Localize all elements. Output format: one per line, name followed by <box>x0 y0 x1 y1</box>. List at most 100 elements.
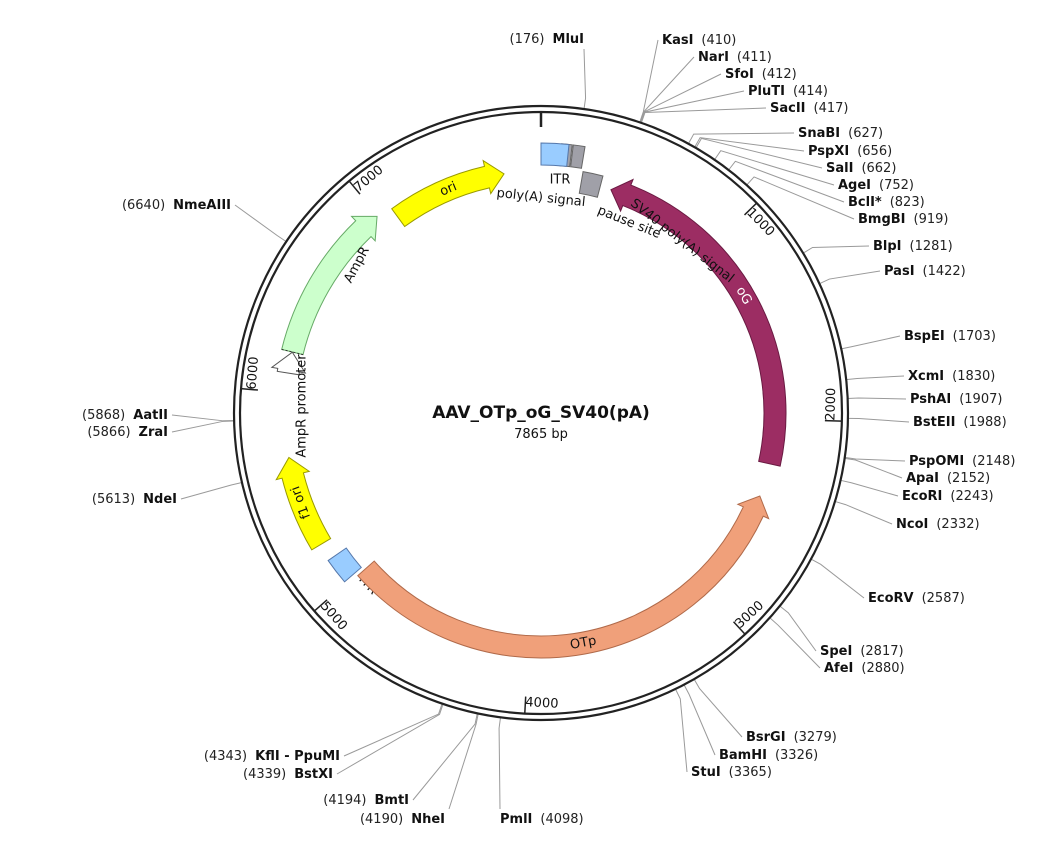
site-line-xcmi <box>846 375 905 381</box>
site-label-bspei[interactable]: BspEI (1703) <box>904 329 996 344</box>
site-label-ecorv[interactable]: EcoRV(2587) <box>868 591 965 606</box>
site-label-apai[interactable]: ApaI(2152) <box>906 471 990 486</box>
site-label-nhei[interactable]: (4190)NheI <box>360 812 445 827</box>
site-name-pluti: PluTI <box>748 84 785 99</box>
site-name-bstxi: BstXI <box>294 767 333 782</box>
site-label-bamhi[interactable]: BamHI(3326) <box>719 748 818 763</box>
feature-sv40-pa[interactable] <box>578 171 604 198</box>
site-name-ecori: EcoRI <box>902 489 942 504</box>
site-position-xcmi: (1830) <box>952 369 995 384</box>
scale-tick-1000 <box>743 202 758 216</box>
site-name-pspxi: PspXI <box>808 144 849 159</box>
site-label-mlui[interactable]: (176)MluI <box>510 32 584 47</box>
site-name-nhei: NheI <box>411 812 445 827</box>
feature-f1-ori[interactable] <box>275 456 332 551</box>
site-name-bmti: BmtI <box>374 793 409 808</box>
site-position-zrai: (5866) <box>87 425 130 440</box>
site-position-bsteii: (1988) <box>963 415 1006 430</box>
site-label-xcmi[interactable]: XcmI(1830) <box>908 369 995 384</box>
site-label-stui[interactable]: StuI(3365) <box>691 765 772 780</box>
site-label-ncoi[interactable]: NcoI (2332) <box>896 517 980 532</box>
site-label-ecori[interactable]: EcoRI (2243) <box>902 489 994 504</box>
site-name-mlui: MluI <box>553 32 584 47</box>
feature-itr-left[interactable] <box>327 547 362 583</box>
site-name-kfli-ppumi: KflI - PpuMI <box>255 749 340 764</box>
site-position-ecori: (2243) <box>950 489 993 504</box>
site-label-blpi[interactable]: BlpI(1281) <box>873 239 953 254</box>
feature-otp[interactable] <box>357 495 770 659</box>
site-label-kfli-ppumi[interactable]: (4343)KflI - PpuMI <box>204 749 340 764</box>
site-name-bspei: BspEI <box>904 329 945 344</box>
site-label-pspomi[interactable]: PspOMI(2148) <box>909 454 1015 469</box>
site-line-nhei <box>448 713 479 810</box>
site-position-agei: (752) <box>879 178 914 193</box>
feature-itr-right[interactable] <box>540 142 570 167</box>
site-label-kasi[interactable]: KasI(410) <box>662 33 736 48</box>
site-label-spei[interactable]: SpeI (2817) <box>820 644 904 659</box>
site-position-ncoi: (2332) <box>936 517 979 532</box>
site-label-bcli[interactable]: BclI*(823) <box>848 195 925 210</box>
feature-label-polya-signal: poly(A) signal <box>496 186 586 210</box>
site-line-bstxi <box>336 703 444 775</box>
site-line-ndei <box>180 481 243 500</box>
site-name-sacii: SacII <box>770 101 806 116</box>
feature-ori[interactable] <box>391 159 505 228</box>
site-label-zrai[interactable]: (5866)ZraI <box>87 425 168 440</box>
feature-label-ampr-promoter: AmpR promoter <box>295 354 310 458</box>
site-label-sali[interactable]: SalI(662) <box>826 161 896 176</box>
site-label-bstxi[interactable]: (4339)BstXI <box>243 767 333 782</box>
site-label-pasi[interactable]: PasI(1422) <box>884 264 966 279</box>
site-label-bsrgi[interactable]: BsrGI(3279) <box>746 730 837 745</box>
site-position-afei: (2880) <box>861 661 904 676</box>
site-position-nmeaiii: (6640) <box>122 198 165 213</box>
site-name-bsteii: BstEII <box>913 415 955 430</box>
site-label-bmti[interactable]: (4194) BmtI <box>323 793 409 808</box>
site-position-bamhi: (3326) <box>775 748 818 763</box>
site-line-sacii <box>640 107 767 124</box>
site-label-afei[interactable]: AfeI(2880) <box>824 661 905 676</box>
site-name-kasi: KasI <box>662 33 693 48</box>
scale-tick-label-2000: 2000 <box>823 388 839 421</box>
feature-pause-site[interactable] <box>570 144 586 169</box>
site-label-nari[interactable]: NarI(411) <box>698 50 772 65</box>
site-position-pspxi: (656) <box>857 144 892 159</box>
site-label-sacii[interactable]: SacII(417) <box>770 101 848 116</box>
site-label-agei[interactable]: AgeI(752) <box>838 178 914 193</box>
feature-label-ori: ori <box>438 179 459 199</box>
scale-tick-label-4000: 4000 <box>525 695 559 712</box>
site-line-nmeaiii <box>234 204 287 243</box>
site-label-pspxi[interactable]: PspXI (656) <box>808 144 892 159</box>
site-line-apai <box>844 457 903 479</box>
site-position-nari: (411) <box>737 50 772 65</box>
site-label-aatii[interactable]: (5868)AatII <box>82 408 168 423</box>
site-label-bmgbi[interactable]: BmgBI(919) <box>858 212 948 227</box>
scale-tick-6000 <box>240 387 258 391</box>
site-name-bcli: BclI* <box>848 195 882 210</box>
site-position-stui: (3365) <box>729 765 772 780</box>
site-label-pmli[interactable]: PmlI(4098) <box>500 812 584 827</box>
plasmid-backbone <box>232 104 850 722</box>
scale-tick-3000 <box>732 621 746 635</box>
feature-og[interactable] <box>610 178 787 467</box>
site-name-spei: SpeI <box>820 644 852 659</box>
feature-ampr[interactable] <box>281 215 378 356</box>
site-label-sfoi[interactable]: SfoI(412) <box>725 67 797 82</box>
site-line-ncoi <box>834 500 893 525</box>
site-line-pasi <box>819 270 881 285</box>
site-name-ncoi: NcoI <box>896 517 928 532</box>
site-position-bspei: (1703) <box>953 329 996 344</box>
site-label-pshai[interactable]: PshAI(1907) <box>910 392 1002 407</box>
site-label-ndei[interactable]: (5613)NdeI <box>92 492 177 507</box>
site-position-bmti: (4194) <box>323 793 366 808</box>
site-name-pasi: PasI <box>884 264 915 279</box>
feature-ampr-promoter[interactable] <box>270 351 307 376</box>
site-label-bsteii[interactable]: BstEII (1988) <box>913 415 1007 430</box>
site-label-nmeaiii[interactable]: (6640)NmeAIII <box>122 198 231 213</box>
site-line-bcli <box>728 160 845 203</box>
site-position-spei: (2817) <box>860 644 903 659</box>
site-label-snabi[interactable]: SnaBI(627) <box>798 126 883 141</box>
site-label-pluti[interactable]: PluTI(414) <box>748 84 828 99</box>
site-line-snabi <box>687 132 795 144</box>
